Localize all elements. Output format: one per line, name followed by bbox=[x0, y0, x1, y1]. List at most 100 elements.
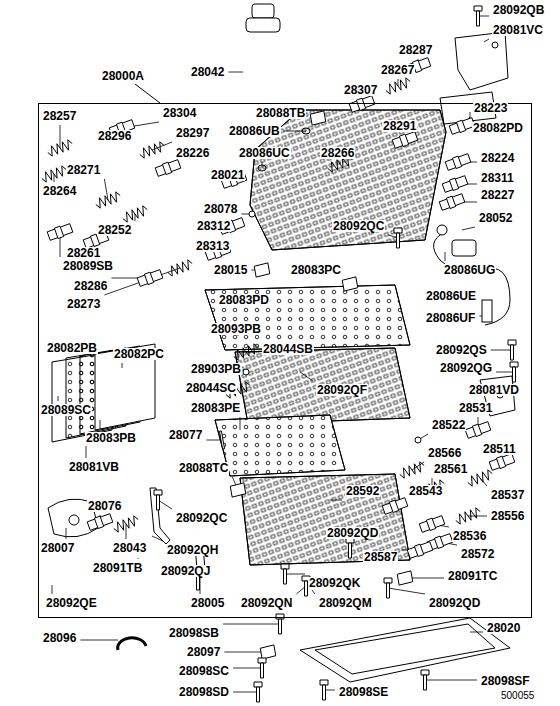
callout-number: 28088TC bbox=[178, 462, 229, 474]
callout-number: 28091TC bbox=[447, 570, 498, 582]
leader-line bbox=[491, 350, 512, 351]
callout-number: 28257 bbox=[42, 110, 77, 122]
bolt-shank bbox=[197, 575, 200, 590]
callout-number: 28304 bbox=[162, 107, 197, 119]
o-ring bbox=[258, 165, 266, 171]
bolt-head bbox=[276, 614, 284, 619]
callout-number: 28043 bbox=[112, 542, 147, 554]
callout-number: 28297 bbox=[175, 127, 210, 139]
callout-number: 500055 bbox=[500, 690, 535, 702]
callout-number: 28086UB bbox=[228, 125, 281, 137]
clip bbox=[118, 638, 146, 650]
callout-number: 28082PC bbox=[113, 348, 165, 360]
leader-line bbox=[470, 632, 483, 633]
leader-line bbox=[285, 574, 305, 575]
drawing-part bbox=[69, 515, 79, 525]
bolt-head bbox=[508, 340, 516, 345]
callout-number: 28092QC bbox=[175, 512, 228, 524]
leader-line bbox=[445, 252, 446, 261]
leader-line bbox=[158, 500, 172, 509]
callout-number: 28092QK bbox=[308, 577, 361, 589]
separator-plate-holes bbox=[205, 285, 410, 350]
leader-line bbox=[330, 500, 342, 501]
callout-number: 28076 bbox=[87, 500, 122, 512]
callout-number: 28083PC bbox=[290, 264, 342, 276]
leader-line bbox=[228, 72, 243, 73]
callout-number: 28091TB bbox=[92, 562, 143, 574]
spring bbox=[456, 508, 480, 524]
valve-land bbox=[389, 500, 398, 512]
callout-number: 28086UF bbox=[425, 312, 476, 324]
callout-number: 28092QS bbox=[435, 344, 488, 356]
bolt-head bbox=[510, 362, 518, 367]
callout-number: 28543 bbox=[408, 485, 443, 497]
plate-holes bbox=[215, 415, 345, 476]
callout-number: 28296 bbox=[97, 130, 132, 142]
bolt-head bbox=[254, 682, 262, 687]
spring bbox=[468, 470, 492, 486]
spring bbox=[400, 462, 424, 478]
callout-number: 28227 bbox=[480, 189, 515, 201]
bracket bbox=[310, 111, 326, 125]
bolt-shank bbox=[397, 233, 400, 248]
bracket bbox=[230, 483, 246, 497]
leader-line bbox=[240, 417, 241, 430]
valve-land bbox=[54, 226, 63, 238]
callout-number: 28313 bbox=[195, 240, 230, 252]
spring bbox=[123, 206, 147, 222]
callout-number: 28266 bbox=[320, 147, 355, 159]
callout-number: 28083PB bbox=[85, 432, 137, 444]
callout-number: 28082PD bbox=[472, 122, 524, 134]
bolt-shank bbox=[424, 675, 427, 690]
callout-number: 28086UC bbox=[238, 147, 291, 159]
callout-number: 28092QH bbox=[166, 544, 219, 556]
callout-number: 28081VC bbox=[492, 24, 544, 36]
leader-line bbox=[52, 585, 53, 594]
leader-line bbox=[206, 440, 222, 441]
valve-land bbox=[414, 544, 423, 556]
callout-number: 28052 bbox=[478, 212, 513, 224]
bolt-shank bbox=[349, 543, 352, 558]
valve bbox=[442, 176, 468, 193]
callout-number: 28044SB bbox=[262, 343, 314, 355]
spring bbox=[140, 142, 164, 158]
o-ring bbox=[302, 128, 310, 134]
valve-land bbox=[434, 536, 443, 548]
valve-land bbox=[90, 234, 99, 246]
callout-number: 28267 bbox=[380, 64, 415, 76]
valve-land bbox=[449, 178, 458, 190]
valve-land bbox=[162, 162, 171, 174]
leader-line bbox=[425, 680, 477, 681]
bracket bbox=[260, 645, 276, 659]
callout-number: 28098SB bbox=[168, 627, 220, 639]
oil-pan-rim bbox=[315, 624, 495, 674]
callout-number: 28286 bbox=[73, 280, 108, 292]
bracket bbox=[397, 571, 413, 585]
callout-number: 28271 bbox=[66, 164, 101, 176]
valve bbox=[445, 154, 471, 171]
leader-line bbox=[86, 446, 87, 458]
leader-line bbox=[80, 640, 118, 641]
valve-land bbox=[144, 272, 153, 284]
callout-number: 28291 bbox=[382, 120, 417, 132]
valve bbox=[465, 422, 491, 439]
piston-body bbox=[246, 18, 280, 32]
callout-number: 28307 bbox=[343, 84, 378, 96]
leader-line bbox=[60, 125, 61, 148]
callout-number: 28083PD bbox=[218, 294, 270, 306]
leader-line bbox=[104, 268, 180, 295]
leader-line bbox=[496, 372, 514, 373]
callout-number: 28226 bbox=[175, 147, 210, 159]
bolt-shank bbox=[284, 569, 287, 584]
callout-number: 28082PB bbox=[46, 342, 98, 354]
leader-line bbox=[223, 624, 280, 625]
valve-land bbox=[456, 120, 465, 132]
callout-number: 28042 bbox=[190, 66, 225, 78]
bracket bbox=[455, 32, 508, 90]
callout-number: 28522 bbox=[431, 419, 466, 431]
callout-number: 28097 bbox=[186, 646, 221, 658]
callout-number: 28081VD bbox=[468, 384, 520, 396]
bolt-shank bbox=[477, 11, 480, 26]
callout-number: 28261 bbox=[66, 247, 101, 259]
ball bbox=[415, 437, 421, 443]
